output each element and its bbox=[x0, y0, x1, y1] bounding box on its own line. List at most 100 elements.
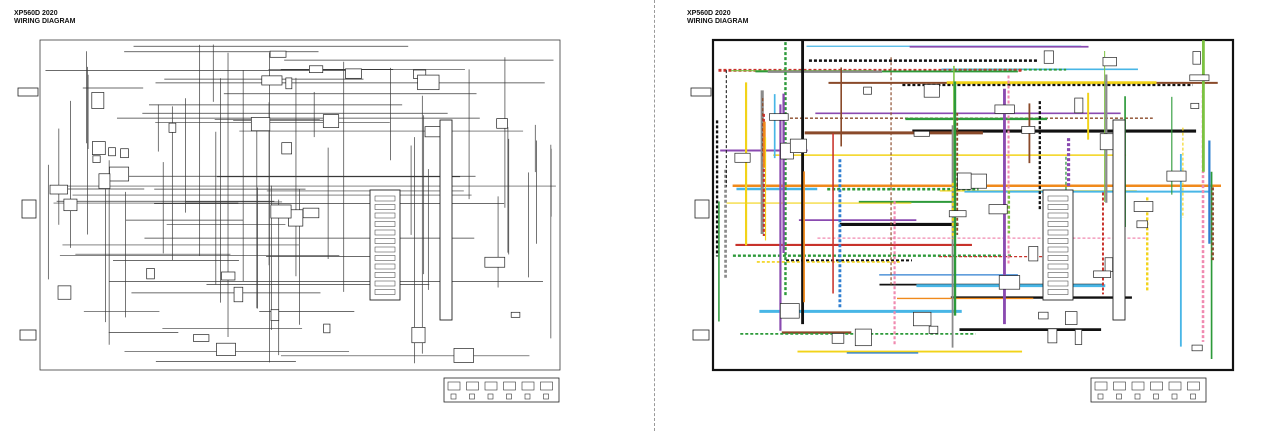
legend-icon bbox=[521, 381, 535, 391]
connector-icon bbox=[923, 84, 940, 98]
connector-icon bbox=[928, 325, 939, 334]
connector-icon bbox=[270, 204, 292, 219]
page-divider bbox=[654, 0, 655, 431]
connector-icon bbox=[233, 286, 244, 303]
terminal-icon bbox=[1047, 212, 1069, 219]
legend-marker-icon bbox=[543, 393, 549, 400]
color-wiring-diagram bbox=[690, 38, 1235, 403]
connector-icon bbox=[19, 329, 37, 341]
legend-marker-icon bbox=[1171, 393, 1178, 400]
connector-icon bbox=[168, 122, 177, 133]
connector-icon bbox=[1166, 170, 1187, 182]
connector-icon bbox=[1093, 270, 1111, 278]
terminal-icon bbox=[374, 272, 396, 278]
legend-marker-icon bbox=[524, 393, 531, 400]
connector-icon bbox=[789, 138, 807, 153]
legend-marker-icon bbox=[487, 393, 494, 400]
terminal-icon bbox=[1047, 280, 1069, 287]
connector-icon bbox=[21, 199, 37, 219]
connector-icon bbox=[193, 334, 210, 342]
meter-connector-icon bbox=[690, 87, 712, 97]
connector-icon bbox=[91, 92, 105, 109]
terminal-icon bbox=[374, 212, 396, 219]
legend-icon bbox=[466, 381, 479, 391]
connector-icon bbox=[108, 147, 116, 157]
model-title: XP560D 2020 bbox=[14, 10, 58, 17]
legend-marker-icon bbox=[1116, 393, 1122, 400]
connector-icon bbox=[411, 327, 426, 344]
meter-connector-icon bbox=[17, 87, 39, 97]
terminal-icon bbox=[1047, 289, 1069, 295]
connector-icon bbox=[863, 86, 872, 95]
connector-icon bbox=[424, 126, 442, 138]
terminal-icon bbox=[1047, 246, 1069, 253]
connector-icon bbox=[1190, 102, 1200, 109]
legend-marker-icon bbox=[450, 393, 457, 400]
legend-icon bbox=[1113, 381, 1126, 391]
legend-icon bbox=[540, 381, 553, 391]
connector-icon bbox=[692, 329, 710, 341]
ecu-connector-block bbox=[1042, 189, 1074, 301]
legend-box bbox=[1090, 377, 1207, 403]
connector-icon bbox=[417, 74, 440, 91]
connector-icon bbox=[109, 166, 130, 182]
connector-icon bbox=[1102, 57, 1117, 67]
terminal-icon bbox=[374, 246, 396, 253]
connector-icon bbox=[63, 198, 78, 212]
diagram-title: WIRING DIAGRAM bbox=[14, 18, 76, 25]
connector-icon bbox=[496, 118, 508, 129]
monochrome-diagram-page: XP560D 2020 WIRING DIAGRAM bbox=[14, 10, 561, 403]
terminal-icon bbox=[1047, 195, 1069, 202]
connector-icon bbox=[957, 172, 972, 190]
connector-icon bbox=[994, 104, 1015, 114]
terminal-icon bbox=[374, 238, 396, 244]
terminal-icon bbox=[374, 229, 396, 236]
terminal-icon bbox=[1047, 263, 1069, 270]
legend-icon bbox=[1150, 381, 1163, 391]
terminal-icon bbox=[1047, 238, 1069, 244]
legend-icon bbox=[503, 381, 516, 391]
ecu-connector-block bbox=[369, 189, 401, 301]
connector-icon bbox=[734, 152, 751, 163]
connector-icon bbox=[1043, 50, 1054, 64]
legend-icon bbox=[1168, 381, 1182, 391]
legend-box bbox=[443, 377, 560, 403]
connector-icon bbox=[854, 328, 872, 347]
page-title: XP560D 2020 WIRING DIAGRAM bbox=[14, 10, 75, 26]
connector-icon bbox=[1136, 220, 1148, 229]
connector-icon bbox=[1074, 97, 1084, 114]
connector-icon bbox=[694, 199, 710, 219]
connector-icon bbox=[948, 210, 967, 218]
connector-icon bbox=[285, 77, 293, 90]
connector-icon bbox=[92, 155, 101, 163]
monochrome-wiring-diagram bbox=[17, 39, 561, 403]
model-title: XP560D 2020 bbox=[687, 10, 731, 17]
terminal-icon bbox=[1047, 221, 1069, 227]
connector-icon bbox=[92, 141, 106, 155]
connector-icon bbox=[831, 333, 845, 344]
connector-icon bbox=[1038, 311, 1049, 320]
connector-icon bbox=[510, 311, 521, 318]
connector-icon bbox=[57, 285, 72, 300]
connector-icon bbox=[1028, 246, 1039, 262]
terminal-icon bbox=[374, 255, 396, 261]
terminal-icon bbox=[374, 204, 396, 210]
terminal-icon bbox=[374, 263, 396, 270]
legend-icon bbox=[1187, 381, 1200, 391]
terminal-icon bbox=[1047, 255, 1069, 261]
connector-icon bbox=[1074, 329, 1083, 345]
connector-icon bbox=[322, 114, 340, 128]
legend-icon bbox=[447, 381, 461, 391]
terminal-icon bbox=[1047, 204, 1069, 210]
terminal-icon bbox=[374, 195, 396, 202]
color-diagram-page: XP560D 2020 WIRING DIAGRAM bbox=[651, 0, 1280, 431]
diagram-title: WIRING DIAGRAM bbox=[687, 18, 749, 25]
page-title: XP560D 2020 WIRING DIAGRAM bbox=[687, 10, 748, 26]
connector-icon bbox=[281, 142, 293, 155]
terminal-icon bbox=[1047, 272, 1069, 278]
connector-icon bbox=[270, 309, 280, 322]
terminal-icon bbox=[374, 289, 396, 295]
connector-icon bbox=[98, 173, 111, 189]
connector-icon bbox=[345, 68, 362, 79]
connector-icon bbox=[221, 271, 236, 281]
